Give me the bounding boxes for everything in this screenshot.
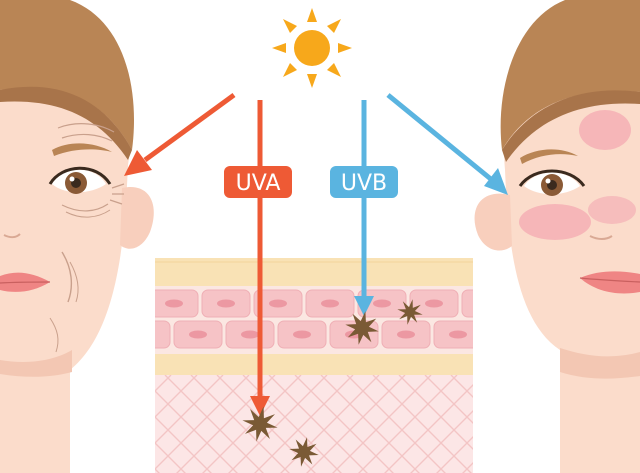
uvb-ray-into-epidermis <box>354 100 374 316</box>
left-eye <box>48 166 112 194</box>
sun-icon <box>272 8 352 88</box>
left-eyebrow <box>52 143 112 156</box>
cell-nucleus <box>269 299 287 308</box>
skin-cross-section <box>137 258 495 473</box>
right-eye <box>518 169 586 196</box>
left-face-aged <box>0 0 154 473</box>
cell-nucleus <box>165 299 183 308</box>
uvb-ray-to-face <box>386 93 508 195</box>
uvb-damage-mark <box>345 311 379 345</box>
epidermis-layer <box>155 258 473 286</box>
cell-nucleus <box>217 299 235 308</box>
basal-layer <box>155 354 473 375</box>
right-face-sunburn <box>474 0 640 473</box>
uvb-damage-mark <box>397 299 423 325</box>
skin-cell <box>155 320 171 349</box>
cell-nucleus <box>321 299 339 308</box>
svg-text:UVB: UVB <box>341 171 387 196</box>
cell-nucleus <box>425 299 443 308</box>
cell-nucleus <box>373 299 391 308</box>
uva-damage-mark <box>242 406 278 442</box>
cell-nucleus <box>449 330 467 339</box>
uva-ray-into-dermis <box>250 100 270 416</box>
svg-text:UVA: UVA <box>236 171 281 196</box>
cell-nucleus <box>477 300 495 308</box>
right-eyebrow <box>520 149 578 164</box>
uva-ray-to-face <box>124 92 236 176</box>
cell-nucleus <box>137 331 155 339</box>
sunburn-redness-forehead <box>579 110 631 150</box>
cell-nucleus <box>189 330 207 339</box>
skin-cell <box>461 289 473 318</box>
cell-nucleus <box>397 330 415 339</box>
cell-nucleus <box>241 330 259 339</box>
uva-label: UVA <box>224 166 292 198</box>
cell-nucleus <box>293 330 311 339</box>
sunburn-redness-cheek <box>519 204 591 240</box>
uva-damage-mark <box>289 437 319 467</box>
uvb-label: UVB <box>330 166 398 198</box>
